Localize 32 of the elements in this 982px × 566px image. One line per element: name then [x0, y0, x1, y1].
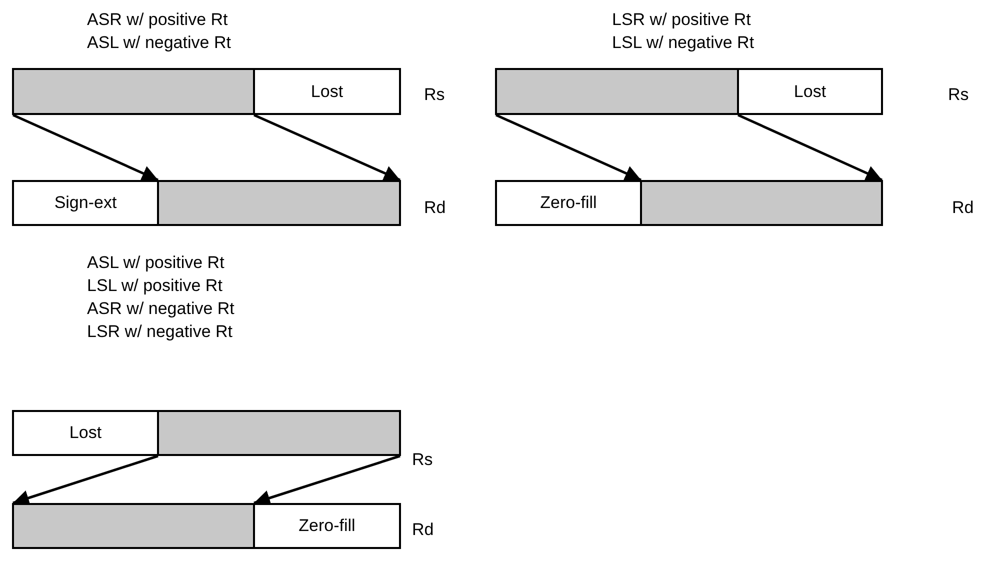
operation-label: ASL w/ negative Rt [87, 33, 231, 53]
register-field: Sign-ext [12, 180, 159, 226]
register-bits [12, 503, 255, 549]
register-name: Rs [412, 450, 433, 470]
arrow [12, 114, 159, 182]
register-field: Lost [253, 68, 401, 115]
operation-label: ASR w/ negative Rt [87, 299, 234, 319]
operation-label: LSR w/ positive Rt [612, 10, 751, 30]
arrow [254, 114, 400, 182]
register-bits [495, 68, 739, 115]
register-name: Rs [424, 85, 445, 105]
register-bits [12, 68, 255, 115]
register-field: Zero-fill [495, 180, 642, 226]
operation-label: LSL w/ negative Rt [612, 33, 754, 53]
arrow [737, 114, 883, 182]
operation-label: LSR w/ negative Rt [87, 322, 233, 342]
register-field: Lost [12, 410, 159, 456]
register-bits [157, 410, 401, 456]
register-name: Rd [424, 198, 446, 218]
operation-label: ASR w/ positive Rt [87, 10, 228, 30]
register-name: Rd [952, 198, 974, 218]
register-name: Rd [412, 520, 434, 540]
register-bits [157, 180, 401, 226]
arrow [254, 454, 400, 506]
operation-label: ASL w/ positive Rt [87, 253, 224, 273]
arrow [12, 454, 158, 506]
register-bits [640, 180, 883, 226]
arrow [495, 114, 642, 182]
register-field: Lost [737, 68, 883, 115]
register-name: Rs [948, 85, 969, 105]
operation-label: LSL w/ positive Rt [87, 276, 222, 296]
register-field: Zero-fill [253, 503, 401, 549]
